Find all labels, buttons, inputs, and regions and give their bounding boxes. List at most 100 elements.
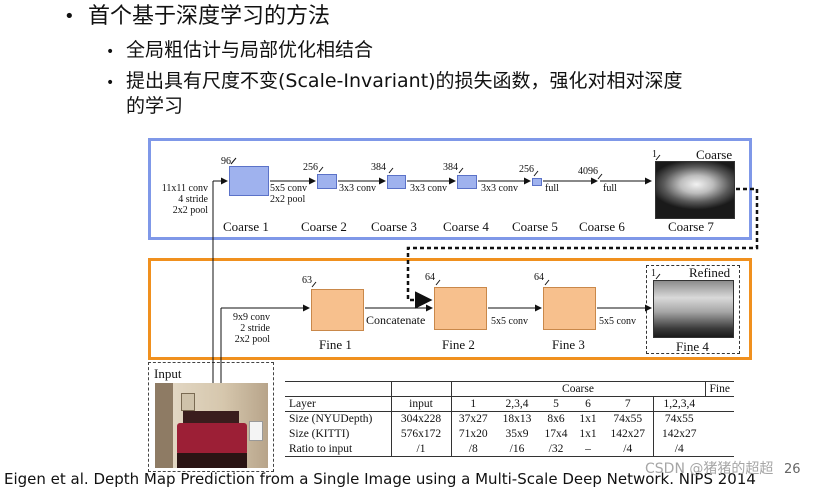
table-header-cell: Layer (289, 398, 316, 410)
table-header-cell: 5 (553, 398, 559, 410)
refined-depth-map (653, 280, 734, 338)
table-cell: /16 (509, 442, 525, 455)
coarse7-tag: Coarse (696, 147, 733, 162)
headboard-shape (183, 411, 239, 425)
coarse4-label: Coarse 4 (443, 219, 489, 234)
fine3-volume (543, 287, 596, 330)
table-header-row: Layer input 1 2,3,4 5 6 7 1,2,3,4 (285, 396, 734, 412)
table-cell: 576x172 (390, 426, 451, 442)
table-header-cell: 7 (624, 398, 631, 410)
table-cell: 74x55 (613, 413, 643, 426)
coarse2-post: 3x3 conv (339, 183, 376, 194)
table-corner (285, 382, 391, 397)
fine1-label: Fine 1 (319, 337, 352, 352)
table-row: Size (KITTI) 576x172 71x20 35x9 17x4 1x1… (285, 426, 734, 442)
fine4-channels: 1 (651, 268, 656, 279)
coarse6-post: full (603, 183, 617, 194)
coarse1-label: Coarse 1 (223, 219, 269, 234)
bullet-dot: • (106, 75, 115, 91)
bed-base-shape (177, 453, 247, 468)
table-cell: Size (KITTI) (289, 428, 350, 440)
coarse1-volume (229, 166, 269, 196)
fine2-channels: 64 (425, 272, 435, 283)
coarse7-label: Coarse 7 (668, 219, 714, 234)
table-cell: 18x13 (502, 413, 532, 426)
citation: Eigen et al. Depth Map Prediction from a… (4, 470, 756, 488)
fine4-label: Fine 4 (676, 339, 709, 354)
fine3-label: Fine 3 (552, 337, 585, 352)
table-cell: 74x55 (652, 411, 705, 427)
table-header-cell: 2,3,4 (505, 398, 529, 410)
fine2-volume (434, 287, 487, 330)
door-shape (155, 383, 173, 468)
coarse5-post: full (545, 183, 559, 194)
coarse1-channels: 96 (221, 156, 231, 167)
watermark: CSDN @猪猪的超超 (645, 461, 774, 477)
coarse-depth-map (655, 161, 735, 219)
coarse4-volume (457, 175, 477, 189)
table-corner (390, 381, 451, 397)
fine3-channels: 64 (534, 272, 544, 283)
table-header-cell: 6 (585, 398, 591, 410)
table-cell: /32 (548, 442, 564, 455)
coarse6-label: Coarse 6 (579, 219, 625, 234)
table-cell: 71x20 (450, 426, 495, 442)
input-label: Input (154, 366, 182, 381)
table-cell: /4 (652, 441, 705, 457)
coarse4-channels: 384 (443, 162, 458, 173)
table-cell: /4 (623, 442, 633, 455)
fine3-post: 5x5 conv (599, 316, 636, 327)
coarse5-channels: 256 (519, 164, 534, 175)
table-cell: /1 (390, 441, 451, 457)
table-cell: Ratio to input (289, 442, 353, 455)
table-row: Ratio to input /1 /8 /16 /32 – /4 /4 (285, 441, 734, 457)
fine1-channels: 63 (302, 275, 312, 286)
bullet-dot: • (64, 6, 75, 27)
table-cell: 304x228 (390, 411, 451, 427)
table-cell: /8 (450, 441, 495, 457)
table-cell: 142x27 (610, 428, 646, 440)
bullet-sub2-cont: 的学习 (126, 95, 184, 117)
coarse6-channels: 4096 (578, 166, 598, 177)
coarse2-channels: 256 (303, 162, 318, 173)
fine2-label: Fine 2 (442, 337, 475, 352)
bullet-main: 首个基于深度学习的方法 (88, 4, 331, 29)
window-shape (249, 421, 263, 441)
fine2-post: 5x5 conv (491, 316, 528, 327)
coarse3-channels: 384 (371, 162, 386, 173)
table-cell: – (585, 442, 591, 455)
coarse3-post: 3x3 conv (410, 183, 447, 194)
table-cell: 35x9 (505, 428, 529, 440)
bed-shape (177, 423, 247, 455)
coarse3-label: Coarse 3 (371, 219, 417, 234)
coarse2-volume (317, 174, 337, 189)
wall-picture (181, 393, 195, 411)
table-cell: 17x4 (544, 428, 568, 440)
coarse5-volume (532, 178, 542, 186)
bullet-dot: • (106, 44, 115, 60)
table-header-cell: 1,2,3,4 (652, 396, 705, 412)
layer-size-table: Coarse Fine Layer input 1 2,3,4 5 6 7 1,… (285, 381, 734, 457)
table-cell: 37x27 (450, 411, 495, 427)
table-group-fine: Fine (704, 381, 734, 397)
page-number: 26 (784, 462, 801, 477)
fine-network-frame (148, 258, 752, 360)
table-group-coarse: Coarse (450, 381, 705, 397)
fine1-volume (311, 289, 364, 331)
fine-concatenate-label: Concatenate (366, 313, 426, 327)
coarse2-label: Coarse 2 (301, 219, 347, 234)
coarse5-label: Coarse 5 (512, 219, 558, 234)
input-frame (148, 362, 274, 472)
table-cell: 142x27 (652, 426, 705, 442)
input-photo (155, 383, 268, 468)
fine4-tag: Refined (689, 265, 731, 280)
table-cell: Size (NYUDepth) (289, 413, 373, 426)
table-header-cell: input (390, 396, 451, 412)
table-cell: 1x1 (579, 413, 597, 426)
bullet-sub1: 全局粗估计与局部优化相结合 (126, 39, 374, 61)
coarse7-channels: 1 (652, 149, 657, 160)
coarse3-volume (387, 175, 406, 189)
